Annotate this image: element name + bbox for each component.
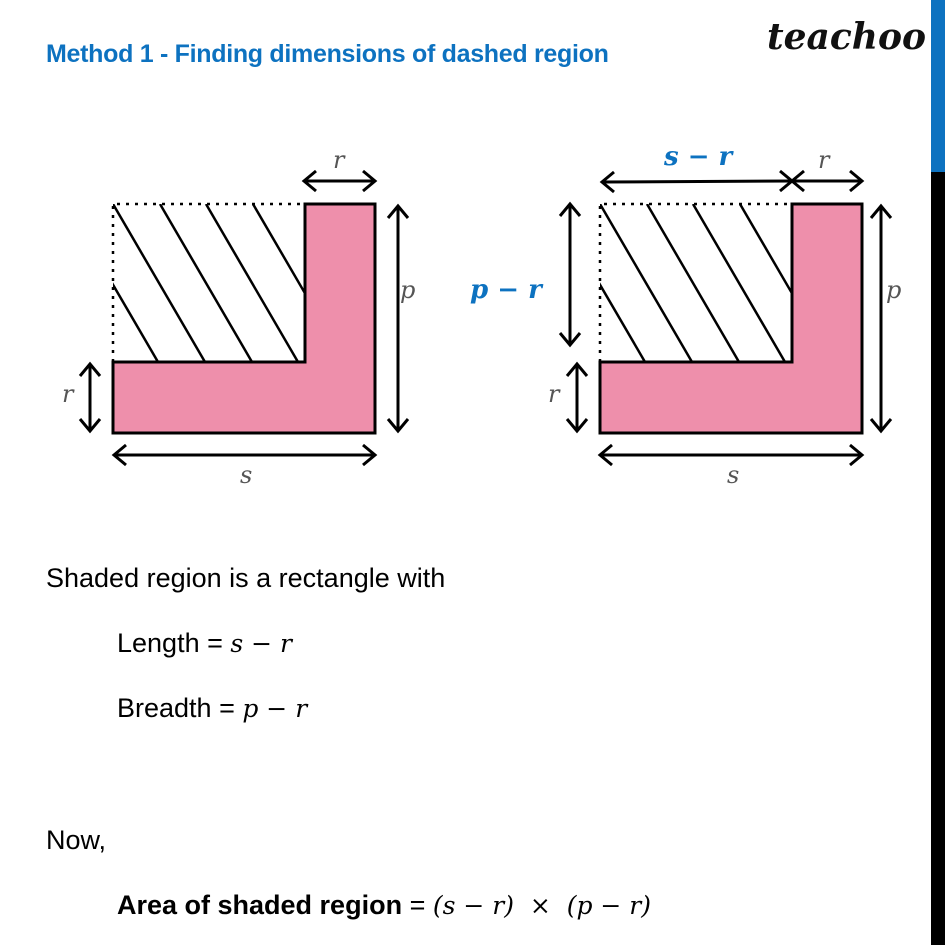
label-top-r: r <box>333 146 346 174</box>
scrollbar-accent <box>931 0 945 172</box>
length-value: s − r <box>230 629 292 658</box>
arrow-top-r <box>301 169 378 193</box>
breadth-label: Breadth = <box>117 693 243 723</box>
hatch-lines <box>600 204 792 362</box>
label-bottom-s: s <box>240 461 252 489</box>
l-shape <box>111 202 377 435</box>
arrow-top-r <box>789 169 865 193</box>
page-title: Method 1 - Finding dimensions of dashed … <box>46 40 609 68</box>
arrow-right-p <box>386 203 410 434</box>
area-equals: = <box>402 890 433 920</box>
right-figure: s − r r p − r p r s <box>470 142 901 489</box>
arrow-right-p <box>869 203 893 434</box>
label-bottom-s: s <box>727 461 739 489</box>
label-right-p: p <box>886 276 901 304</box>
label-left-r: r <box>548 380 561 408</box>
teachoo-logo: teachoo <box>767 16 926 58</box>
arrow-left-p-minus-r <box>558 201 582 348</box>
breadth-value: p − r <box>242 694 308 723</box>
dotted-boundary <box>598 202 792 362</box>
arrow-top-s-minus-r <box>599 169 795 194</box>
area-line: Area of shaded region = (s − r) × (p − r… <box>117 890 651 921</box>
area-value: (s − r) × (p − r) <box>432 891 652 920</box>
length-line: Length = s − r <box>117 628 292 659</box>
scrollbar-track <box>931 172 945 945</box>
length-label: Length = <box>117 628 231 658</box>
label-top-s-minus-r: s − r <box>663 142 735 172</box>
l-shape <box>598 202 864 435</box>
label-left-r: r <box>62 380 75 408</box>
area-label: Area of shaded region <box>117 890 403 920</box>
dotted-boundary <box>111 202 305 362</box>
hatch-lines <box>113 204 305 362</box>
left-figure: r p r s <box>62 146 415 489</box>
arrow-bottom-s <box>111 443 378 467</box>
intro-text: Shaded region is a rectangle with <box>46 563 446 593</box>
label-right-p: p <box>400 276 415 304</box>
label-top-r: r <box>818 146 831 174</box>
diagrams: r p r s <box>62 142 901 489</box>
now-text: Now, <box>46 825 107 855</box>
arrow-bottom-s <box>597 443 865 467</box>
arrow-left-r <box>78 361 102 434</box>
breadth-line: Breadth = p − r <box>117 693 307 724</box>
label-left-p-minus-r: p − r <box>470 275 544 305</box>
arrow-left-r <box>565 361 589 434</box>
